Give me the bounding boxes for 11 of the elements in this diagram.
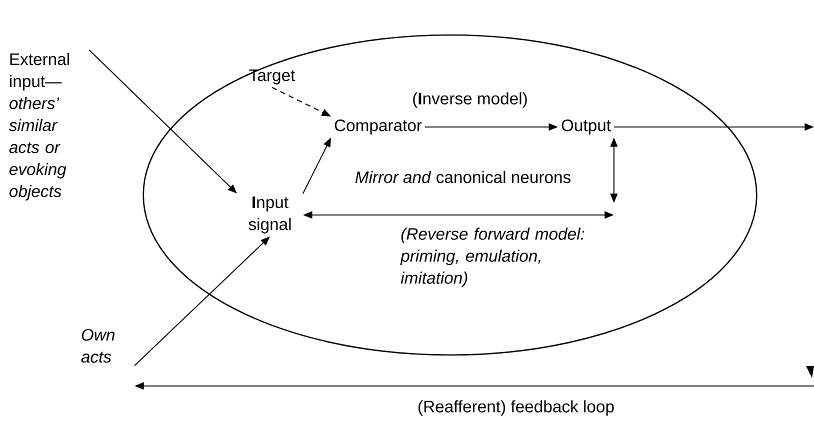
label-text: Mirror and canonical neurons [355,170,570,184]
input-text: External input— others’ similar acts or evoking objects [8,52,69,200]
node-text: Input signal [248,196,291,234]
input-text: Own acts [81,328,114,363]
edge-label: (Inverse model) [410,90,530,110]
node-text: Comparator [334,119,422,135]
ellipse-outline [142,34,758,356]
edge-label: (Reverse forward model: priming, emulation, imitation) [399,226,602,288]
node-text: Output [562,119,611,135]
node-text: Target [249,70,296,84]
edge-label: (Reafferent) feedback loop [416,398,616,418]
